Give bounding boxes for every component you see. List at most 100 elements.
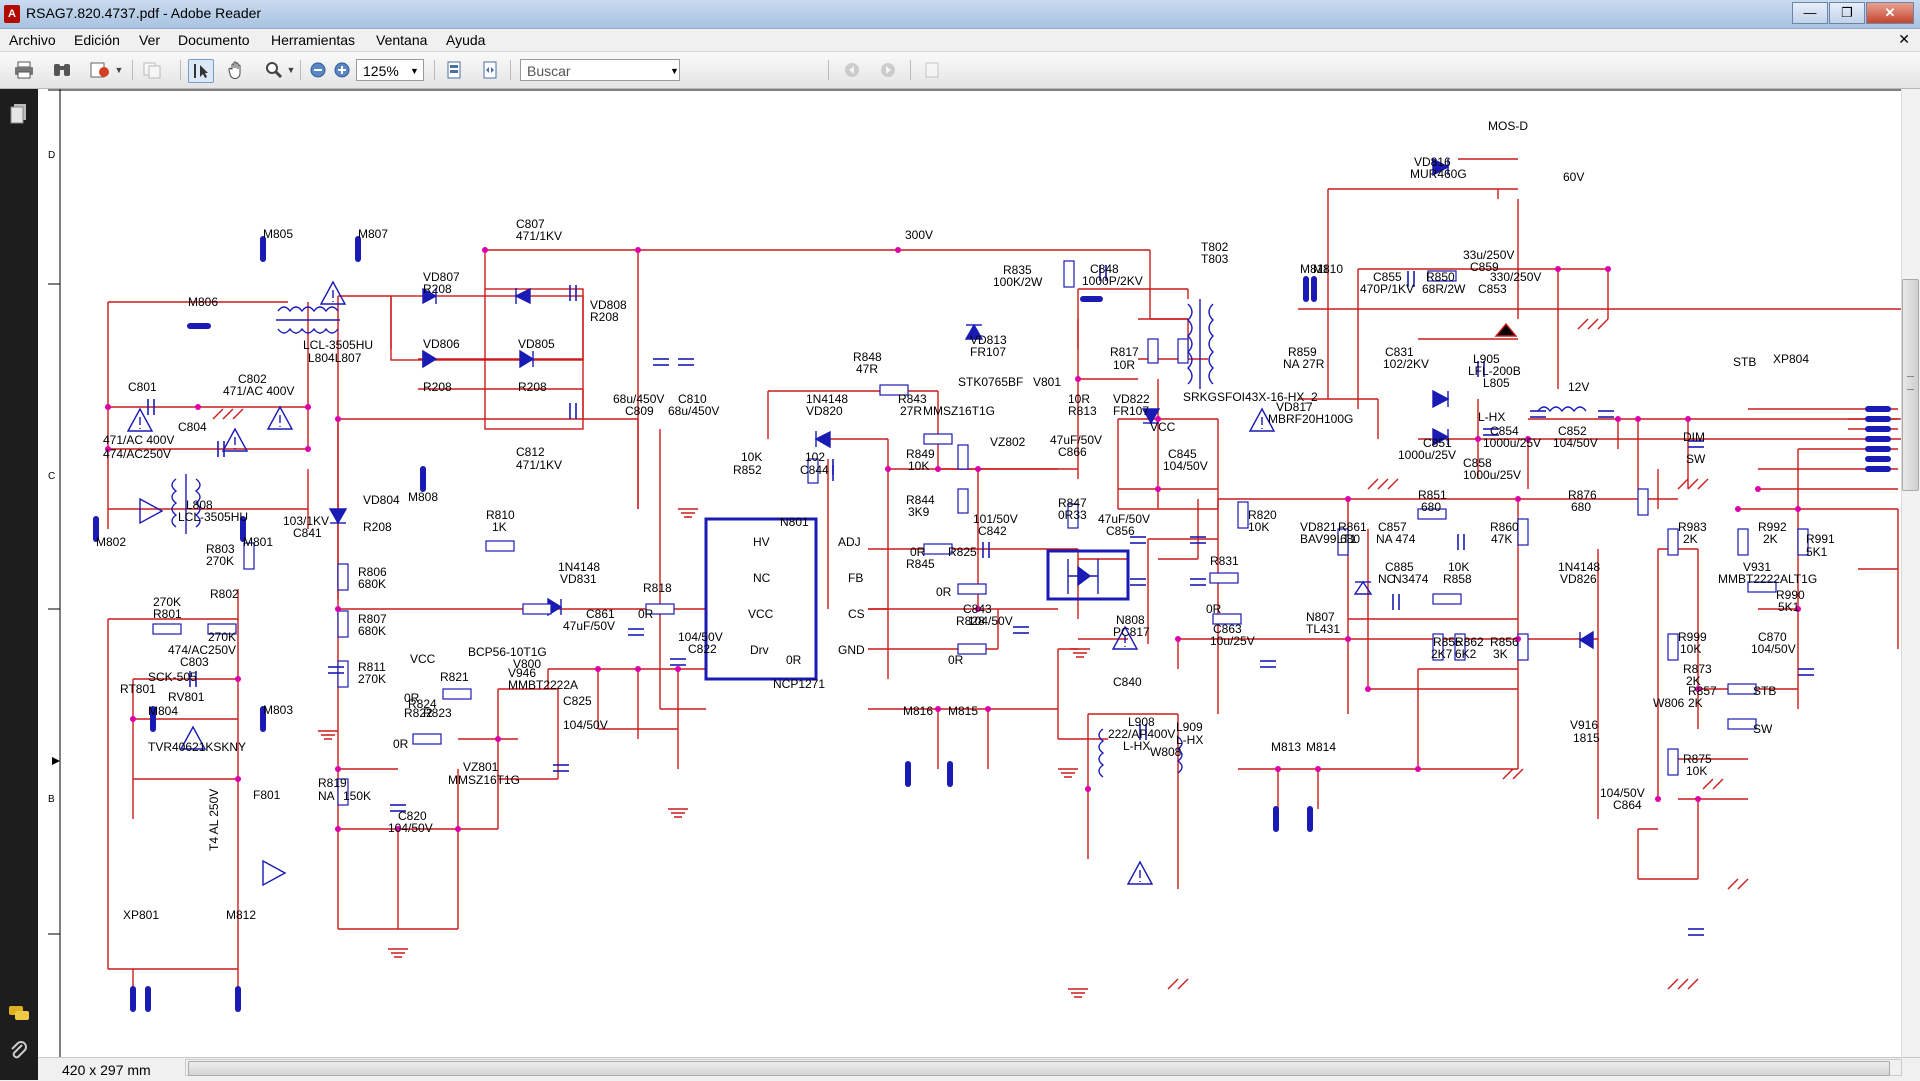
schematic-label: NCP1271 [773, 677, 825, 691]
schematic-label: L905 [1473, 352, 1500, 366]
zoom-in-icon[interactable] [330, 59, 354, 81]
schematic-label: FB [848, 571, 863, 585]
schematic-label: VZ801 [463, 760, 499, 774]
menu-ver[interactable]: Ver [139, 32, 161, 48]
toolbar-separator [510, 60, 511, 80]
schematic-label: R991 [1806, 532, 1835, 546]
fit-width-icon[interactable] [478, 59, 502, 81]
minimize-button[interactable]: — [1792, 2, 1828, 24]
next-view-icon[interactable] [876, 59, 900, 81]
search-input[interactable]: Buscar [520, 59, 680, 81]
menu-bar: Archivo Edición Ver Documento Herramient… [0, 29, 1920, 52]
schematic-label: R208 [363, 520, 392, 534]
zoom-out-icon[interactable] [306, 59, 330, 81]
schematic-label: 104/50V [1553, 436, 1598, 450]
schematic-drawing: M805M807C807471/1KV300VR835100K/2WC84810… [48, 89, 1920, 1057]
schematic-label: FR107 [970, 345, 1006, 359]
schematic-label: NC [753, 571, 771, 585]
schematic-label: R843 [898, 392, 927, 406]
close-button[interactable]: ✕ [1866, 2, 1914, 24]
schematic-label: 100K/2W [993, 275, 1043, 289]
schematic-label: NA [318, 789, 335, 803]
schematic-label: C885 [1385, 560, 1414, 574]
schematic-label: R847 [1058, 496, 1087, 510]
schematic-label: VD822 [1113, 392, 1150, 406]
horizontal-scrollbar[interactable] [185, 1059, 1902, 1076]
schematic-label: L805 [1483, 376, 1510, 390]
schematic-label: V916 [1570, 718, 1598, 732]
schematic-label: 47uF/50V [1098, 512, 1150, 526]
pages-panel-icon[interactable] [8, 103, 30, 125]
previous-view-icon[interactable] [840, 59, 864, 81]
schematic-label: W808 [1150, 745, 1182, 759]
schematic-label: LFL-200B [1468, 364, 1521, 378]
close-document-icon[interactable]: ✕ [1898, 31, 1910, 47]
schematic-label: C858 [1463, 456, 1492, 470]
window-controls: — ❐ ✕ [1791, 2, 1914, 24]
schematic-label: R820 [1248, 508, 1277, 522]
schematic-label: N808 [1116, 613, 1145, 627]
schematic-label: VD820 [806, 404, 843, 418]
schematic-label: R208 [590, 310, 619, 324]
hand-tool-icon[interactable] [224, 59, 248, 81]
share-dropdown-icon[interactable]: ▼ [114, 65, 124, 75]
schematic-label: C857 [1378, 520, 1407, 534]
horizontal-scrollbar-thumb[interactable] [188, 1061, 1890, 1076]
attachments-panel-icon[interactable] [8, 1041, 30, 1063]
menu-ventana[interactable]: Ventana [376, 32, 428, 48]
schematic-label: W806 [1653, 696, 1685, 710]
schematic-label: 680 [1421, 500, 1441, 514]
window-title: RSAG7.820.4737.pdf - Adobe Reader [26, 5, 262, 21]
schematic-label: 0R33 [1058, 508, 1087, 522]
menu-documento[interactable]: Documento [178, 32, 250, 48]
maximize-button[interactable]: ❐ [1829, 2, 1865, 24]
schematic-label: GND [838, 643, 865, 657]
schematic-label: 6K2 [1455, 647, 1477, 661]
vertical-scrollbar-thumb[interactable] [1902, 279, 1919, 491]
zoom-tool-icon[interactable] [262, 59, 286, 81]
schematic-label: NA 474 [1376, 532, 1416, 546]
schematic-label: DIM [1683, 430, 1705, 444]
schematic-label: R862 [1455, 635, 1484, 649]
binoculars-icon[interactable] [50, 59, 74, 81]
comment-icon[interactable] [920, 59, 944, 81]
zoom-tool-dropdown-icon[interactable]: ▼ [286, 65, 296, 75]
schematic-label: R856 [1490, 635, 1519, 649]
share-icon[interactable] [88, 59, 112, 81]
schematic-label: 471/AC 400V [223, 384, 294, 398]
zoom-level-input[interactable]: 125% [356, 59, 424, 81]
schematic-label: VD808 [590, 298, 627, 312]
comments-panel-icon[interactable] [8, 1004, 30, 1026]
schematic-label: M807 [358, 227, 388, 241]
search-dropdown-icon[interactable]: ▼ [670, 66, 679, 76]
schematic-label: 680K [358, 624, 386, 638]
menu-ayuda[interactable]: Ayuda [446, 32, 486, 48]
schematic-label: N807 [1306, 610, 1335, 624]
zoom-dropdown-icon[interactable]: ▼ [410, 66, 419, 76]
vertical-scrollbar[interactable] [1901, 89, 1920, 1057]
copy-icon[interactable] [140, 59, 164, 81]
schematic-label: R831 [1210, 554, 1239, 568]
schematic-label: 47uF/50V [1050, 433, 1102, 447]
print-icon[interactable] [12, 59, 36, 81]
schematic-label: M815 [948, 704, 978, 718]
schematic-label: M810 [1313, 262, 1343, 276]
schematic-label: F801 [253, 788, 281, 802]
menu-archivo[interactable]: Archivo [9, 32, 56, 48]
schematic-label: 680 [1571, 500, 1591, 514]
schematic-label: 1N4148 [558, 560, 600, 574]
select-tool-icon[interactable] [188, 59, 214, 83]
schematic-label: C851 [1423, 436, 1452, 450]
schematic-label: HV [753, 535, 770, 549]
schematic-label: LCL-3505HU [178, 510, 248, 524]
menu-herramientas[interactable]: Herramientas [271, 32, 356, 48]
fit-page-icon[interactable] [442, 59, 466, 81]
schematic-label: 103/1KV [283, 514, 329, 528]
schematic-label: 270K [153, 595, 181, 609]
schematic-label: C842 [978, 524, 1007, 538]
schematic-label: VD807 [423, 270, 460, 284]
schematic-label: VD821 [1300, 520, 1337, 534]
schematic-label: R844 [906, 493, 935, 507]
menu-edicion[interactable]: Edición [74, 32, 120, 48]
